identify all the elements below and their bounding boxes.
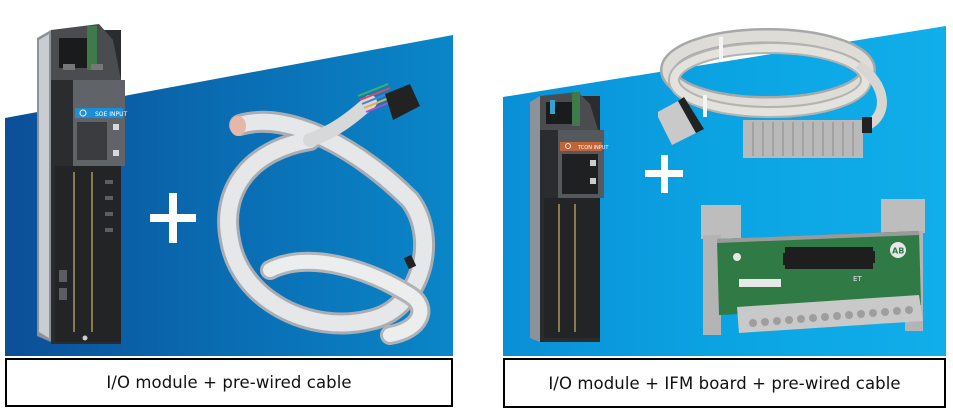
left-product-image: SOE INPUT: [5, 0, 453, 356]
right-product-image: TCON INPUT: [503, 0, 946, 356]
pre-wired-cable-image: [658, 28, 887, 158]
plus-icon: [150, 193, 196, 243]
plus-icon: [645, 155, 683, 193]
pre-wired-cable-image: [217, 83, 435, 345]
module-label: TCON INPUT: [577, 145, 609, 151]
right-caption-box: I/O module + IFM board + pre-wired cable: [503, 358, 946, 408]
left-caption-box: I/O module + pre-wired cable: [5, 358, 453, 407]
ab-logo: AB: [892, 247, 904, 256]
board-marking: ET: [853, 275, 862, 283]
io-module-image: TCON INPUT: [530, 92, 609, 342]
ifm-board-image: AB ET: [701, 199, 925, 335]
right-caption-text: I/O module + IFM board + pre-wired cable: [548, 373, 901, 393]
module-label: SOE INPUT: [95, 111, 127, 118]
io-module-image: SOE INPUT: [37, 24, 127, 344]
left-caption-text: I/O module + pre-wired cable: [106, 373, 352, 392]
